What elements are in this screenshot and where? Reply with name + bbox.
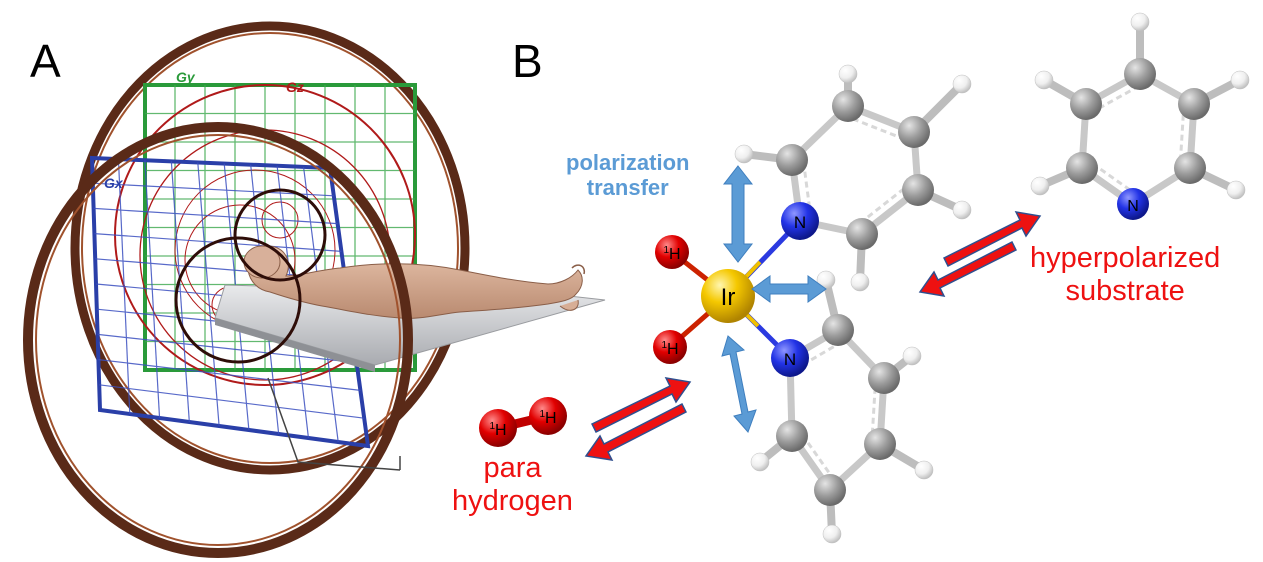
h2-atom-1 (479, 409, 517, 447)
hydrogen-atom (1030, 176, 1050, 196)
hydride-atom-2 (653, 330, 687, 364)
h2-label-2: 1H (539, 409, 556, 427)
hydride-label-1: 1H (663, 245, 680, 263)
iridium-label: Ir (721, 284, 736, 311)
front-magnet-coil (23, 122, 413, 558)
hydrogen-atom (1230, 70, 1250, 90)
iridium-atom (701, 269, 755, 323)
hyper-line-2: substrate (1065, 275, 1185, 308)
hyperpolarized-substrate-label: hyperpolarized substrate (1030, 242, 1220, 309)
carbon-atom (822, 314, 854, 346)
carbon-atom (1174, 152, 1206, 184)
nitrogen-label-2: N (784, 350, 796, 369)
sabre-complex-illustration: Ir 1H 1H N N N 1H 1H (479, 12, 1250, 544)
hydride-label-2: 1H (661, 340, 678, 358)
transfer-arrow-up (722, 165, 754, 263)
carbon-atom (864, 428, 896, 460)
para-hydrogen-label: para hydrogen (452, 452, 573, 519)
hydrogen-atom (1226, 180, 1246, 200)
nitrogen-atom-2 (771, 339, 809, 377)
panel-a-label: A (30, 35, 61, 87)
hydrogen-atom (750, 452, 770, 472)
rear-magnet-coil (70, 21, 470, 475)
carbon-atom (846, 218, 878, 250)
gx-label: Gx (104, 175, 124, 191)
hydrogen-atom (838, 64, 858, 84)
h2-label-1: 1H (489, 421, 506, 439)
h2-atom-2 (529, 397, 567, 435)
hydrogen-atom (734, 144, 754, 164)
carbon-atom (776, 420, 808, 452)
hydride-atom-1 (655, 235, 689, 269)
nitrogen-atom-free (1117, 188, 1149, 220)
nitrogen-label-free: N (1127, 198, 1139, 215)
carbon-atom (1124, 58, 1156, 90)
hyper-line-1: hyperpolarized (1030, 242, 1221, 274)
carbon-atom (1070, 88, 1102, 120)
carbon-atom (898, 116, 930, 148)
hydrogen-atom (952, 74, 972, 94)
transfer-arrow-down (721, 335, 757, 433)
hydrogen-atom (914, 460, 934, 480)
carbon-atom (1178, 88, 1210, 120)
hydrogen-atom (822, 524, 842, 544)
para-arrow-back (584, 402, 688, 461)
mri-scanner-illustration: Gy Gz Gx (23, 21, 606, 558)
carbon-atom (1066, 152, 1098, 184)
polarization-line-2: transfer (586, 175, 669, 201)
carbon-atom (814, 474, 846, 506)
carbon-atom (868, 362, 900, 394)
nitrogen-atom-1 (781, 202, 819, 240)
substrate-arrow-back (918, 240, 1018, 297)
polarization-transfer-label: polarization transfer (566, 150, 689, 201)
transfer-arrow-right (751, 275, 827, 303)
carbon-atom (776, 144, 808, 176)
nitrogen-label-1: N (794, 213, 806, 232)
hydrogen-atom (902, 346, 922, 366)
para-arrow-forward (590, 377, 692, 434)
carbon-atom (902, 174, 934, 206)
hydrogen-atom (1130, 12, 1150, 32)
hydrogen-atom (952, 200, 972, 220)
substrate-arrow-forward (942, 211, 1042, 268)
hydrogen-atom (850, 272, 870, 292)
para-line-2: hydrogen (452, 485, 573, 518)
carbon-atom (832, 90, 864, 122)
para-line-1: para (483, 452, 542, 484)
hydrogen-atom (1034, 70, 1054, 90)
gz-label: Gz (286, 79, 304, 95)
gy-label: Gy (176, 69, 196, 85)
polarization-line-1: polarization (566, 150, 690, 175)
panel-b-label: B (512, 35, 543, 87)
